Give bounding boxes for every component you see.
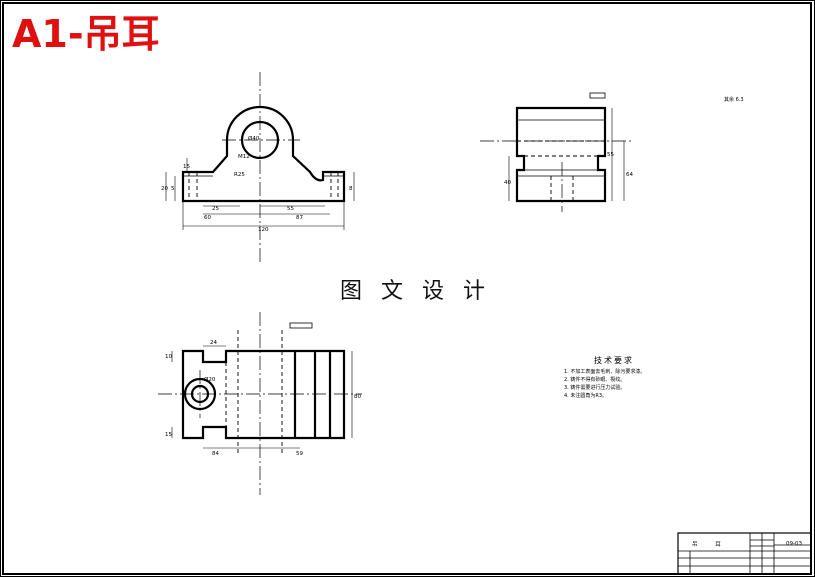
watermark-text: 图 文 设 计 <box>340 279 491 304</box>
dim-w25: 25 <box>212 206 219 212</box>
requirements-list: 1. 不加工表面去毛刺、除污要求漆。 2. 铸件不得有砂眼、裂纹。 3. 铸件需… <box>564 368 645 400</box>
side-view: 55 64 40 <box>480 92 633 212</box>
top-boss-circle <box>183 377 217 411</box>
dim-w87: 87 <box>296 215 303 221</box>
dim-h55: 55 <box>607 152 614 158</box>
drawing-code: 09-03 <box>786 541 802 547</box>
front-profile <box>181 105 346 203</box>
dim-m12: M12 <box>238 154 250 160</box>
dim-h64: 64 <box>626 172 633 178</box>
dim-d20: Ø20 <box>204 376 216 383</box>
top-profile <box>181 349 346 440</box>
dim-w55: 55 <box>287 206 294 212</box>
dim-w84: 84 <box>212 451 219 457</box>
requirement-item: 3. 铸件需要进行压力试验。 <box>564 385 626 391</box>
dim-w60: 60 <box>204 215 211 221</box>
dim-h5: 5 <box>171 186 175 192</box>
dim-h15: 15 <box>183 164 190 170</box>
dim-h20: 20 <box>161 186 168 192</box>
dim-w120: 120 <box>258 227 269 233</box>
dim-h40: 40 <box>504 180 511 186</box>
dim-w59: 59 <box>296 451 303 457</box>
requirements-title: 技术要求 <box>594 356 634 365</box>
requirement-item: 2. 铸件不得有砂眼、裂纹。 <box>564 377 626 383</box>
top-hole-circle <box>190 384 210 404</box>
dim-h80: 80 <box>354 394 361 400</box>
front-view: 120 60 87 55 25 20 5 15 8 Ø40 M12 R25 <box>161 72 355 262</box>
title-block <box>677 532 812 575</box>
dim-d40: Ø40 <box>248 135 260 142</box>
part-name: 吊 耳 <box>692 542 729 548</box>
roughness-note: 其余 6.3 <box>724 97 744 103</box>
top-marker <box>289 322 313 329</box>
side-profile <box>515 106 607 203</box>
dim-h10: 10 <box>165 354 172 360</box>
requirement-item: 4. 未注圆角为R3。 <box>564 393 608 399</box>
top-view: 24 84 59 80 10 15 Ø20 <box>158 312 362 495</box>
drawing-title: A1-吊耳 <box>12 12 160 56</box>
requirement-item: 1. 不加工表面去毛刺、除污要求漆。 <box>564 369 646 375</box>
dim-w24: 24 <box>210 340 217 346</box>
dim-h15-top: 15 <box>165 432 172 438</box>
dim-h8: 8 <box>349 186 353 192</box>
front-bore-circle <box>240 120 280 160</box>
dim-r25: R25 <box>234 172 245 178</box>
side-marker <box>589 92 606 99</box>
